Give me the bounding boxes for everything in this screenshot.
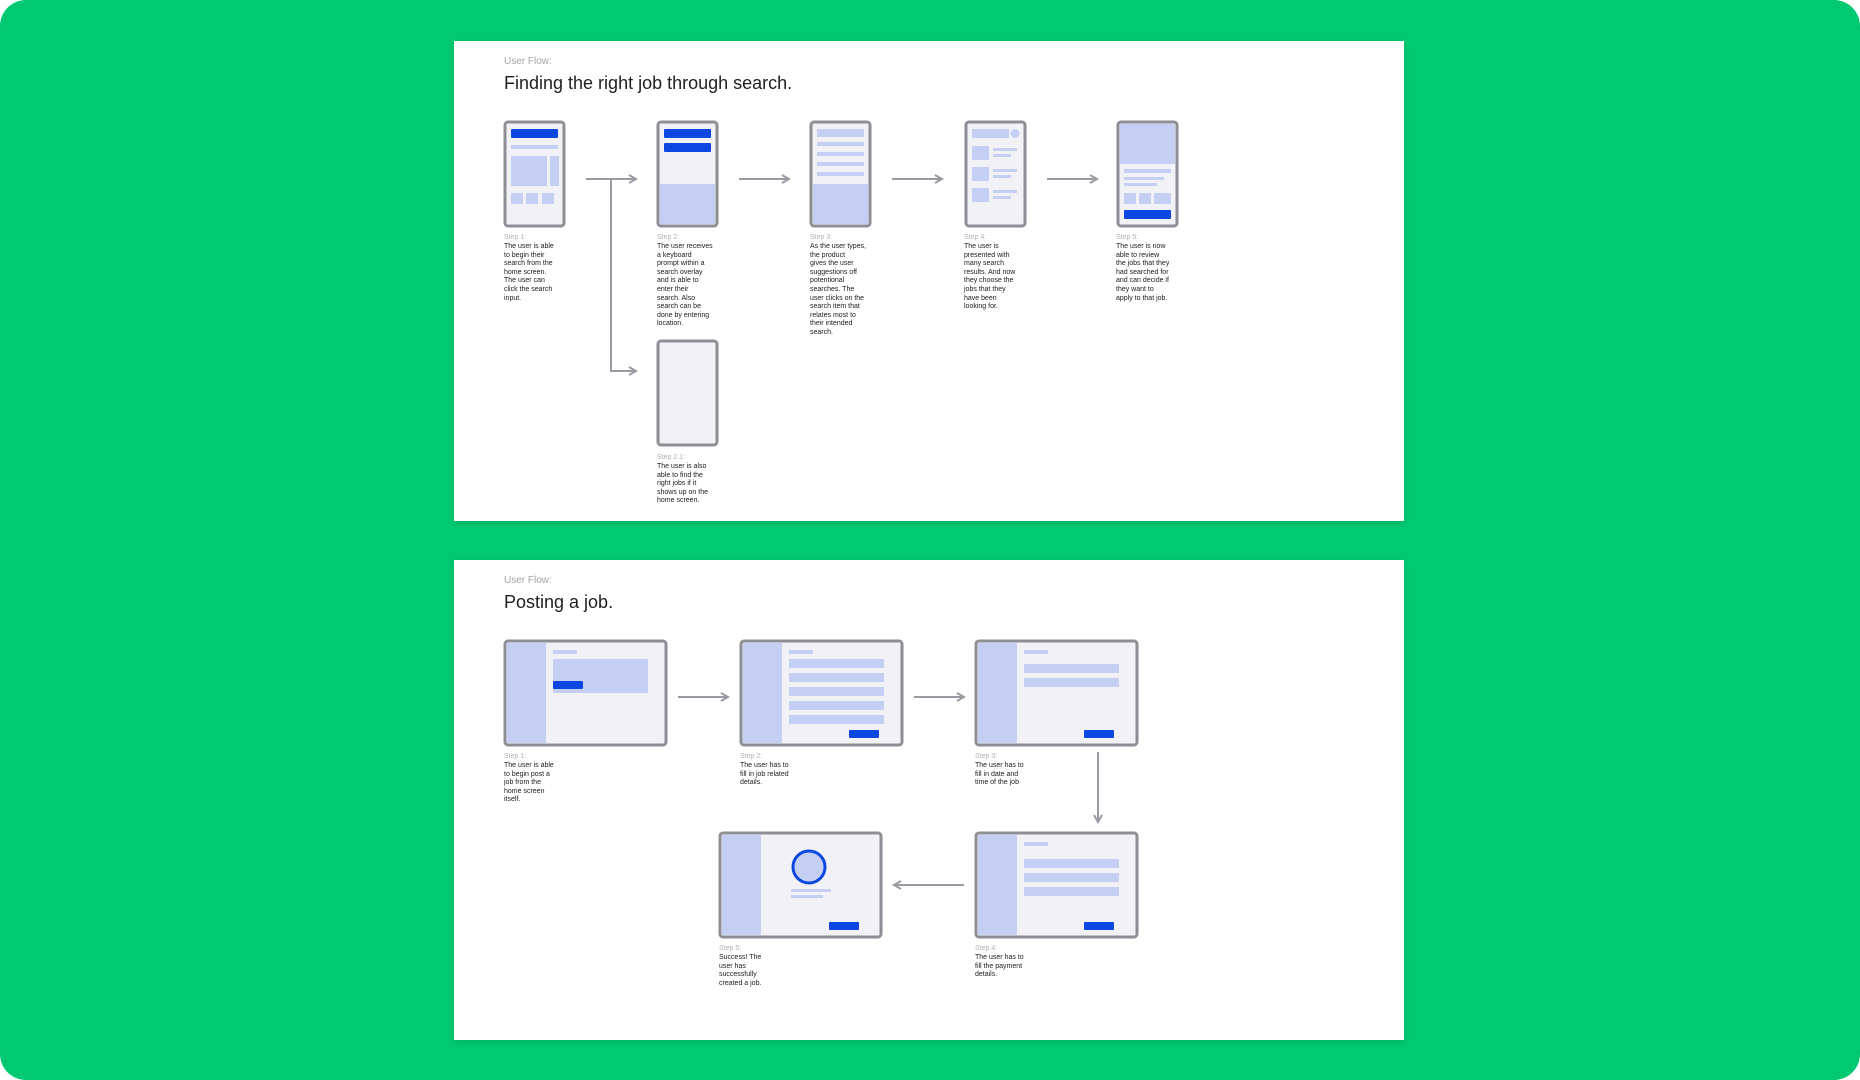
posting-flow-title: Posting a job.: [504, 592, 614, 612]
search-step-2-description: The user receives a keyboard prompt with…: [657, 243, 713, 328]
search-flow-arrows: [586, 179, 1097, 371]
phone-home-jobs: [656, 339, 719, 447]
phone-job-detail: [1116, 120, 1179, 228]
tablet-home-post: [503, 639, 668, 747]
phone-home-screen: [503, 120, 566, 228]
search-step-2-label: Step 2:: [657, 234, 680, 241]
post-step-3-label: Step 3:: [975, 753, 998, 760]
phone-search-overlay: [656, 120, 719, 228]
search-step-5-label: Step 5:: [1116, 234, 1139, 241]
posting-flow-arrows: [678, 697, 1098, 885]
post-step-2-description: The user has to fill in job related deta…: [740, 762, 789, 787]
post-step-1-label: Step 1:: [504, 753, 527, 760]
search-step-4-description: The user is presented with many search r…: [964, 243, 1016, 311]
phone-search-results: [964, 120, 1027, 228]
post-job-button-highlight: [553, 681, 583, 689]
search-step-1-description: The user is able to begin their search f…: [504, 243, 554, 302]
phone-search-suggestions: [809, 120, 872, 228]
search-step-2-1-description: The user is also able to find the right …: [657, 463, 708, 505]
search-bar-highlight: [511, 129, 558, 138]
tablet-job-details: [739, 639, 904, 747]
search-step-5-description: The user is now able to review the jobs …: [1116, 243, 1170, 302]
post-step-1-description: The user is able to begin post a job fro…: [504, 762, 554, 804]
posting-flow-eyebrow: User Flow:: [504, 575, 552, 586]
post-step-4-label: Step 4:: [975, 945, 998, 952]
search-flow-diagram: [503, 120, 1179, 447]
post-step-2-label: Step 2:: [740, 753, 763, 760]
search-flow-card: User Flow: Finding the right job through…: [454, 41, 1404, 521]
search-flow-eyebrow: User Flow:: [504, 56, 552, 67]
success-check-icon: [791, 849, 827, 885]
apply-button-highlight: [1124, 210, 1171, 219]
tablet-date-time: [974, 639, 1139, 747]
posting-flow-card: User Flow: Posting a job.: [454, 560, 1404, 1040]
tablet-payment: [974, 831, 1139, 939]
search-step-1-label: Step 1:: [504, 234, 527, 241]
post-step-3-description: The user has to fill in date and time of…: [975, 762, 1024, 787]
search-step-3-description: As the user types, the product gives the…: [810, 243, 867, 336]
post-step-4-description: The user has to fill the payment details…: [975, 954, 1024, 979]
tablet-success: [718, 831, 883, 939]
posting-flow-diagram: [503, 639, 1139, 939]
keyboard-placeholder: [660, 184, 715, 224]
post-step-5-description: Success! The user has successfully creat…: [719, 954, 762, 987]
arrow-step1-to-step2-1: [610, 179, 636, 371]
post-step-5-label: Step 5:: [719, 945, 742, 952]
search-step-3-label: Step 3:: [810, 234, 833, 241]
search-step-4-label: Step 4:: [964, 234, 987, 241]
search-step-2-1-label: Step 2.1:: [657, 454, 686, 461]
search-flow-title: Finding the right job through search.: [504, 73, 793, 93]
